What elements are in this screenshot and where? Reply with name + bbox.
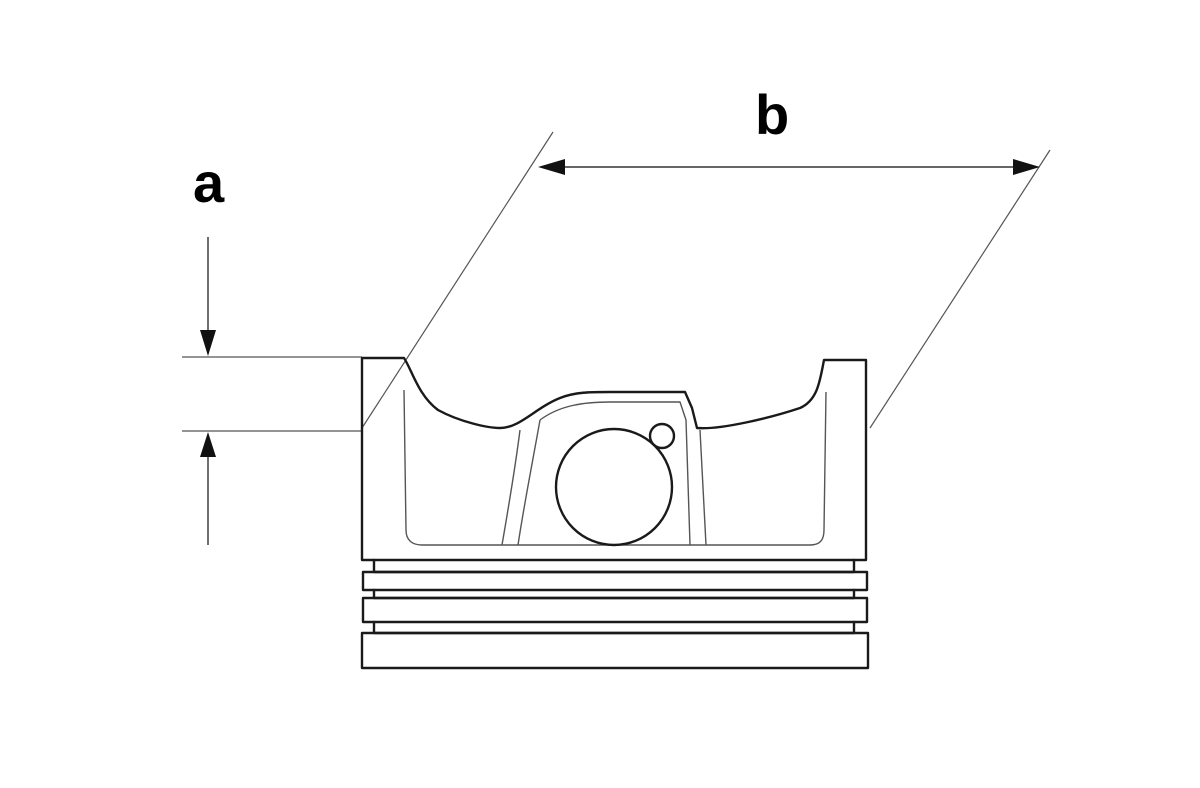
dimension-a-label: a <box>193 151 225 214</box>
ring-groove-top <box>372 558 856 574</box>
piston-inner-wall <box>403 389 827 546</box>
piston <box>360 356 870 670</box>
pin-boss-right <box>699 429 707 546</box>
ring-land-1 <box>361 570 869 592</box>
pin-boss-top <box>539 401 691 546</box>
dimension-b-label: b <box>755 83 789 146</box>
pin-boss-left <box>501 429 521 546</box>
arrow-down-icon <box>200 330 216 356</box>
arrow-left-icon <box>538 159 565 175</box>
dimension-a-lines <box>182 237 362 545</box>
piston-pin-bore <box>554 427 674 547</box>
ring-groove-3 <box>372 620 856 635</box>
piston-skirt <box>360 631 870 670</box>
dimension-b-lines <box>361 131 1051 429</box>
pin-boss-left-2 <box>517 419 541 546</box>
ring-land-2 <box>361 596 869 624</box>
oil-hole <box>648 422 676 450</box>
piston-crown-outline <box>360 356 868 562</box>
arrow-up-icon <box>200 432 216 457</box>
arrow-right-icon <box>1013 159 1040 175</box>
